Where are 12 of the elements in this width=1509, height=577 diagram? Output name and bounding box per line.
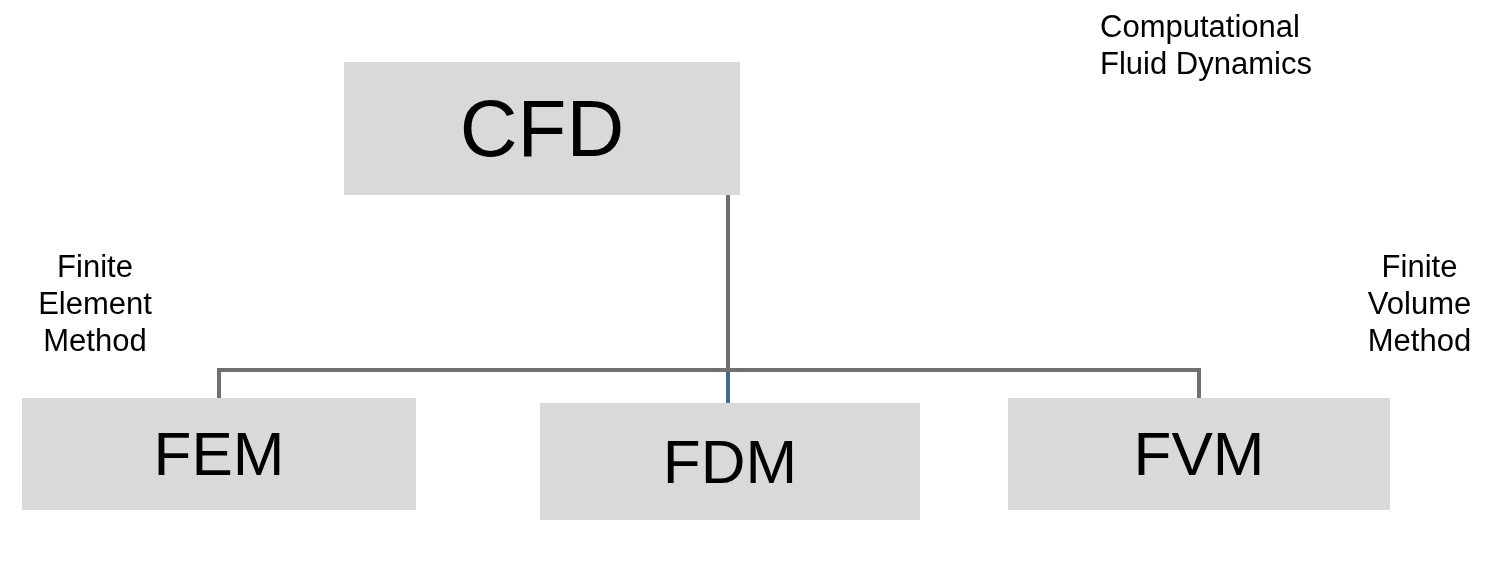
description-text: Computational Fluid Dynamics [1100, 8, 1313, 82]
description-text: Finite Volume Method [1366, 248, 1473, 359]
box-label: FEM [153, 423, 285, 485]
process-box [22, 398, 416, 510]
process-box [344, 62, 740, 195]
process-box [1008, 398, 1390, 510]
description-text: Finite Element Method [37, 248, 153, 359]
connector-line [726, 195, 1201, 398]
box-label: FDM [662, 430, 798, 493]
box-label: FVM [1133, 423, 1265, 485]
box-label: CFD [459, 88, 625, 169]
process-box [540, 403, 920, 520]
